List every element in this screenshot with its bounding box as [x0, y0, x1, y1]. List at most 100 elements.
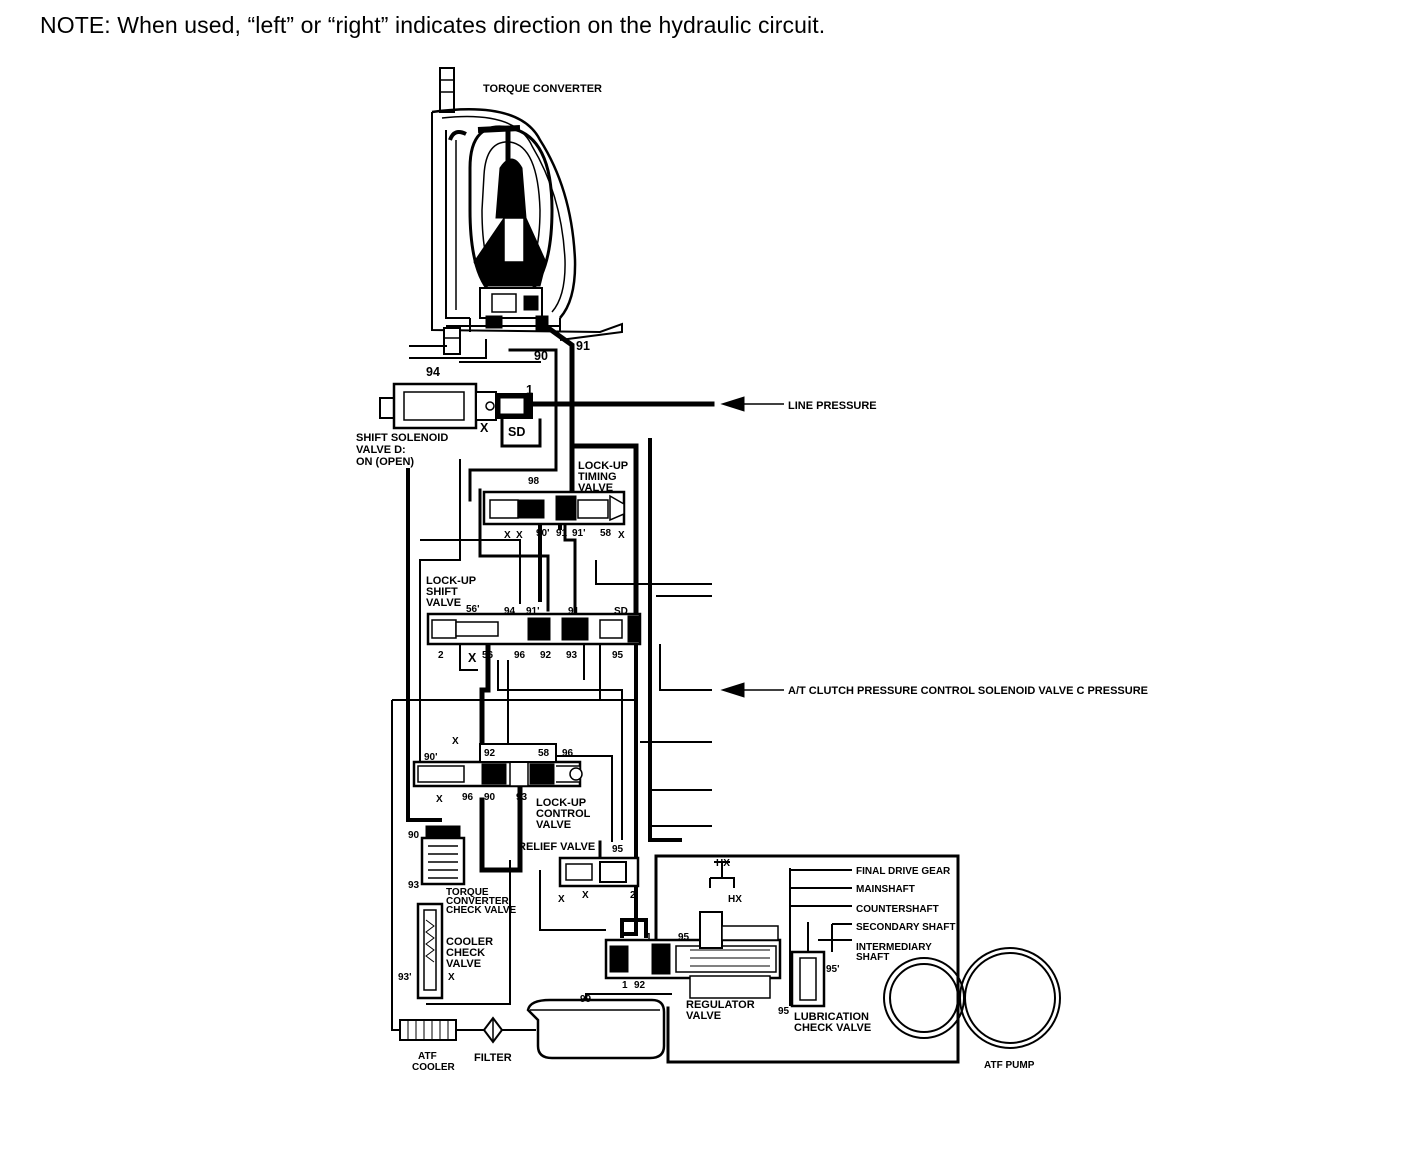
port-label: HX: [728, 894, 742, 905]
pressure-lines: [406, 318, 960, 1064]
line-pressure-arrow: [720, 396, 784, 412]
port-label: X: [516, 530, 523, 541]
label-lubrication-2: CHECK VALVE: [794, 1022, 871, 1034]
port-label: 90': [424, 752, 438, 763]
port-label: 96: [514, 650, 526, 661]
label-lubrication-1: LUBRICATION: [794, 1011, 869, 1023]
port-label: X: [504, 530, 511, 541]
port-label: 2: [630, 890, 636, 901]
label-shift-solenoid-1: SHIFT SOLENOID: [356, 432, 448, 444]
label-tc-check-1: TORQUE: [446, 887, 489, 898]
label-torque-converter: TORQUE CONVERTER: [483, 83, 602, 95]
label-lockup-shift-3: VALVE: [426, 597, 461, 609]
label-countershaft: COUNTERSHAFT: [856, 904, 939, 915]
port-label: X: [452, 736, 459, 747]
clutch-pressure-arrow: [720, 682, 784, 698]
component-labels: TORQUE CONVERTER LINE PRESSURE SHIFT SOL…: [356, 83, 1148, 1073]
label-lockup-timing-1: LOCK-UP: [578, 460, 628, 472]
label-tc-check-2: CONVERTER: [446, 896, 510, 907]
label-intermediary-1: INTERMEDIARY: [856, 942, 932, 953]
port-label: 95: [678, 932, 690, 943]
port-label: 95: [612, 844, 624, 855]
shift-solenoid-valve-d: [379, 382, 533, 430]
port-label: X: [480, 421, 489, 435]
port-label: X: [618, 530, 625, 541]
lubrication-check-valve: [709, 861, 852, 1008]
label-relief-valve: RELIEF VALVE: [518, 841, 595, 853]
return-lines: [391, 539, 712, 1031]
port-label: 90: [408, 830, 420, 841]
label-cooler-check-2: CHECK: [446, 947, 485, 959]
regulator-valve: [604, 911, 782, 999]
label-shift-solenoid-3: ON (OPEN): [356, 456, 414, 468]
label-final-drive-gear: FINAL DRIVE GEAR: [856, 866, 951, 877]
port-label: 90': [536, 528, 550, 539]
filter: [482, 1016, 504, 1044]
note-text: NOTE: When used, “left” or “right” indic…: [40, 12, 826, 38]
label-atf-cooler-2: COOLER: [412, 1062, 456, 1073]
port-label: 96: [462, 792, 474, 803]
port-label: 1: [526, 383, 533, 397]
port-label: HX: [716, 858, 730, 869]
lock-up-shift-valve: [426, 612, 642, 646]
port-label: 91': [526, 606, 540, 617]
label-lockup-shift-1: LOCK-UP: [426, 575, 476, 587]
port-label: 1: [646, 932, 652, 943]
label-lockup-shift-2: SHIFT: [426, 586, 458, 598]
port-label: X: [558, 894, 565, 905]
label-filter: FILTER: [474, 1052, 512, 1064]
port-label: 92: [634, 980, 646, 991]
label-atf-cooler-1: ATF: [418, 1051, 437, 1062]
port-label: 91: [576, 339, 590, 353]
label-lockup-control-3: VALVE: [536, 819, 571, 831]
port-label: 93: [516, 792, 528, 803]
torque-converter-check-valve: [420, 825, 466, 886]
port-label: 93': [398, 972, 412, 983]
label-lockup-timing-3: VALVE: [578, 482, 613, 494]
port-label: 90: [534, 349, 548, 363]
port-label: 93: [566, 650, 578, 661]
port-label: 96: [562, 748, 574, 759]
port-label: X: [448, 972, 455, 983]
port-label: 91': [572, 528, 586, 539]
torque-converter: [431, 67, 623, 355]
port-label: 1: [622, 980, 628, 991]
port-label: 58: [600, 528, 612, 539]
label-secondary-shaft: SECONDARY SHAFT: [856, 922, 955, 933]
label-lockup-timing-2: TIMING: [578, 471, 617, 483]
port-label: 99: [580, 994, 592, 1005]
port-label: 56': [466, 604, 480, 615]
port-label: 95': [826, 964, 840, 975]
label-shift-solenoid-2: VALVE D:: [356, 444, 406, 456]
port-label: X: [436, 794, 443, 805]
atf-strainer: [526, 998, 666, 1060]
port-label: SD: [614, 606, 628, 617]
port-label: SD: [508, 425, 525, 439]
lock-up-timing-valve: [482, 490, 626, 526]
port-label: X: [468, 651, 477, 665]
port-label: 56: [482, 650, 494, 661]
atf-cooler: [399, 1019, 457, 1041]
label-tc-check-3: CHECK VALVE: [446, 905, 517, 916]
port-label: 94: [426, 365, 440, 379]
label-atf-pump: ATF PUMP: [984, 1060, 1035, 1071]
label-regulator-1: REGULATOR: [686, 999, 755, 1011]
port-labels: 90 91 94 1 X SD 98 X X 90' 91 91' 58 X 5…: [398, 339, 840, 1017]
label-cooler-check-1: COOLER: [446, 936, 493, 948]
label-cooler-check-3: VALVE: [446, 958, 481, 970]
label-lockup-control-2: CONTROL: [536, 808, 591, 820]
cooler-check-valve: [416, 902, 444, 1000]
port-label: 91: [568, 606, 580, 617]
port-label: 58: [538, 748, 550, 759]
port-label: 98: [528, 476, 540, 487]
port-label: X: [582, 890, 589, 901]
port-label: 91: [556, 528, 568, 539]
label-at-clutch-pressure: A/T CLUTCH PRESSURE CONTROL SOLENOID VAL…: [788, 685, 1148, 697]
relief-valve: [558, 856, 640, 888]
port-label: 92: [484, 748, 496, 759]
label-lockup-control-1: LOCK-UP: [536, 797, 586, 809]
port-label: 93: [408, 880, 420, 891]
label-line-pressure: LINE PRESSURE: [788, 400, 877, 412]
port-label: 95: [778, 1006, 790, 1017]
